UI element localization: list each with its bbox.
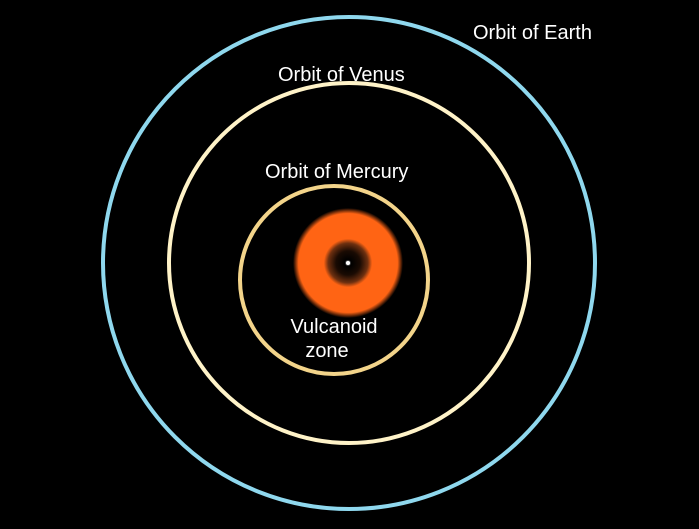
venus-orbit-ring (167, 81, 531, 445)
earth-orbit-label: Orbit of Earth (473, 22, 592, 44)
vulcanoid-zone-label-line2: zone (305, 340, 348, 362)
mercury-orbit-ring (238, 184, 430, 376)
earth-orbit-ring (101, 15, 597, 511)
venus-orbit-label: Orbit of Venus (278, 64, 405, 86)
mercury-orbit-label: Orbit of Mercury (265, 161, 408, 183)
vulcanoid-zone-label-line1: Vulcanoid (290, 316, 377, 338)
sun-dot (346, 261, 350, 265)
